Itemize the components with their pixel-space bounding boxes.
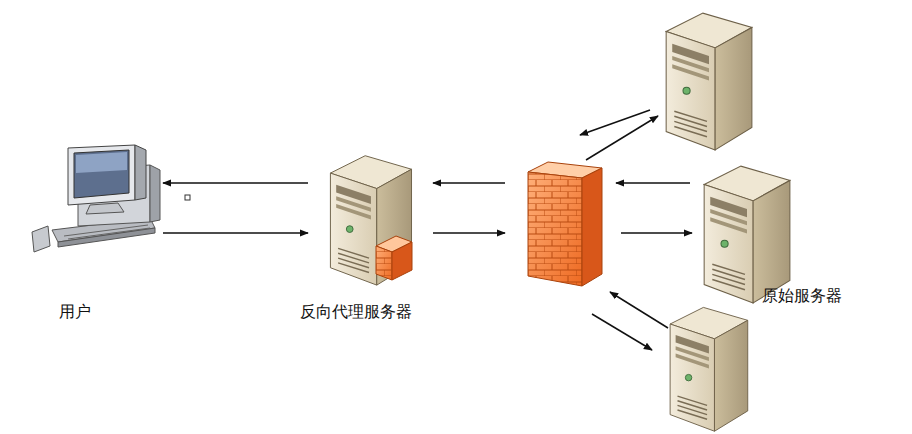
origin-server-icon xyxy=(670,307,748,431)
node-label: 用户 xyxy=(59,302,91,321)
origin-server-icon xyxy=(666,13,752,150)
origin-server-icon xyxy=(704,166,790,303)
server-node: 用户 xyxy=(25,140,163,330)
node-label: 反向代理服务器 xyxy=(300,302,412,321)
server-node: 原始服务器 xyxy=(700,160,890,320)
proxy-server-icon xyxy=(330,156,412,285)
server-node: 反向代理服务器 xyxy=(308,140,433,330)
flow-arrow xyxy=(163,232,308,234)
marker-square xyxy=(185,195,190,200)
flow-arrows xyxy=(433,110,692,350)
node-label: 原始服务器 xyxy=(762,286,842,305)
computer-icon xyxy=(32,145,160,252)
firewall-icon xyxy=(528,162,602,286)
flow-arrow xyxy=(163,182,308,184)
